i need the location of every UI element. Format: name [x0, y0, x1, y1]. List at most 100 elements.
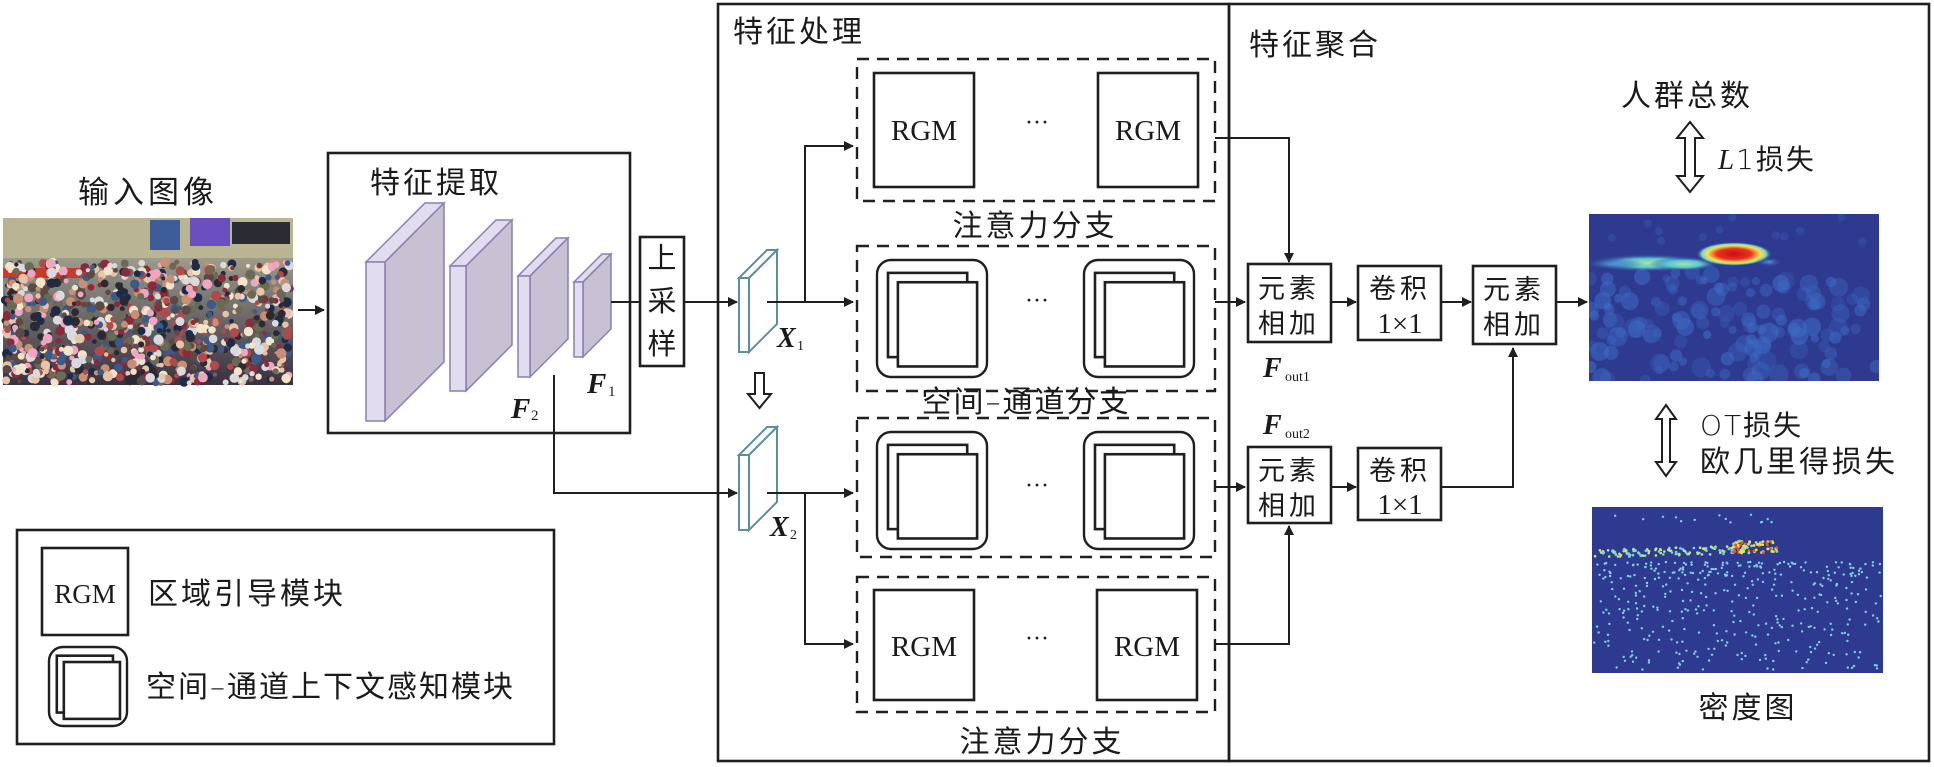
legend-rgm-desc: 区域引导模块 [148, 577, 346, 612]
csca-module [875, 430, 989, 551]
fout1-label: F out1 [1262, 353, 1310, 385]
rgm-module [1095, 588, 1199, 702]
ot-loss-label: OT损失 [1700, 409, 1803, 442]
x1-label: X 1 [776, 323, 804, 354]
ellipsis: ··· [1025, 288, 1049, 314]
element-add-bottom [1246, 445, 1333, 525]
csca-module [1082, 258, 1196, 379]
rgm-module [1096, 71, 1200, 189]
conv1x1-bottom [1356, 446, 1443, 522]
l1-loss-label: L 1损失 [1717, 143, 1816, 176]
density-map-label: 密度图 [1699, 691, 1798, 726]
svg-text:X: X [776, 323, 797, 354]
feature-aggregation-frame [1227, 2, 1931, 763]
ellipsis: ··· [1025, 626, 1049, 652]
svg-text:1: 1 [797, 339, 804, 354]
svg-text:1损失: 1损失 [1736, 143, 1816, 176]
element-add-right-label: 相加 [1483, 310, 1545, 341]
svg-text:F: F [586, 368, 606, 400]
x1-feature-map [736, 247, 780, 355]
double-arrow-icon [1654, 403, 1678, 478]
csca-module-icon [1082, 430, 1196, 551]
legend-csca-desc: 空间–通道上下文感知模块 [146, 670, 515, 705]
svg-text:F: F [1262, 410, 1282, 441]
element-add-bottom-label: 相加 [1258, 491, 1320, 522]
element-add-right [1471, 264, 1558, 346]
svg-text:out1: out1 [1285, 370, 1310, 385]
crowd-count-label: 人群总数 [1621, 79, 1753, 114]
conv1x1-top [1356, 264, 1443, 342]
feature-aggregation-title: 特征聚合 [1249, 28, 1381, 63]
svg-text:2: 2 [790, 528, 797, 543]
f2-label: F 2 [510, 393, 539, 425]
element-add-top-label: 相加 [1258, 309, 1320, 340]
element-add-top-label: 元素 [1258, 274, 1320, 305]
svg-text:采: 采 [647, 284, 676, 318]
rgm-module-label: RGM [1115, 115, 1181, 147]
feature-map-slab [448, 218, 514, 393]
csca-module [1082, 430, 1196, 551]
upsample-box [638, 235, 686, 368]
attention-branch-top-label: 注意力分支 [953, 209, 1118, 244]
rgm-module-label: RGM [1114, 631, 1180, 663]
svg-text:样: 样 [647, 327, 676, 361]
spatial-channel-branch-label: 空间–通道分支 [922, 385, 1131, 420]
element-add-top [1246, 262, 1333, 344]
arrow-f2-to-x2 [553, 375, 738, 498]
upsample-label: 上 采 样 [647, 241, 676, 361]
x2-label: X 2 [769, 512, 797, 543]
feature-processing-title: 特征处理 [733, 15, 865, 50]
arrow-conv-bottom-to-add-right [1441, 347, 1518, 488]
legend-rgm-icon [40, 546, 130, 637]
svg-text:X: X [769, 512, 790, 543]
feature-map-slab [572, 252, 613, 359]
feature-extraction-title: 特征提取 [370, 166, 502, 201]
f1-label: F 1 [586, 368, 616, 400]
conv1x1-bottom-label: 卷积 [1369, 456, 1431, 487]
ground-truth-density-map [1592, 507, 1883, 673]
element-add-bottom-label: 元素 [1258, 456, 1320, 487]
csca-module-icon [875, 430, 989, 551]
backbone-feature-maps [364, 201, 613, 423]
spatial-channel-branch-lower: ··· [855, 416, 1217, 559]
rgm-module-label: RGM [891, 631, 957, 663]
hollow-down-arrow-icon [745, 372, 774, 410]
conv1x1-top-label: 卷积 [1369, 274, 1431, 305]
attention-branch-bottom-label: 注意力分支 [960, 725, 1125, 760]
svg-text:2: 2 [531, 408, 539, 424]
svg-text:上: 上 [647, 241, 676, 275]
predicted-density-heatmap [1589, 214, 1879, 381]
arrow-x1-to-attention-branch [804, 141, 854, 302]
double-arrow-icon [1674, 120, 1706, 194]
legend-rgm-icon-text: RGM [54, 579, 116, 609]
svg-text:out2: out2 [1285, 427, 1310, 442]
feature-map-slab [516, 236, 570, 379]
rgm-module-label: RGM [891, 115, 957, 147]
csca-module-icon [1082, 258, 1196, 379]
svg-text:F: F [510, 393, 530, 425]
csca-module-icon [875, 258, 989, 379]
arrow-attention-top-to-add [1215, 137, 1294, 263]
ellipsis: ··· [1025, 110, 1049, 136]
attention-branch-bottom: RGM ··· RGM [855, 575, 1217, 714]
arrow-attention-bottom-to-add [1215, 525, 1294, 645]
svg-text:F: F [1262, 353, 1282, 384]
arrow-x2-to-attention-branch [804, 493, 854, 649]
svg-text:1: 1 [608, 384, 616, 400]
rgm-module [872, 71, 976, 189]
attention-branch-top-frame [855, 57, 1217, 203]
csca-module-icon [47, 645, 129, 728]
svg-text:L: L [1717, 144, 1734, 176]
ellipsis: ··· [1025, 473, 1049, 499]
attention-branch-top: RGM ··· RGM [855, 57, 1217, 203]
spatial-channel-branch-upper: ··· [855, 244, 1217, 393]
rgm-module [872, 588, 976, 702]
conv1x1-bottom-kernel: 1×1 [1377, 489, 1422, 521]
feature-map-slab [364, 201, 446, 423]
csca-module [875, 258, 989, 379]
input-image-label: 输入图像 [78, 175, 218, 211]
x2-feature-map [736, 424, 780, 533]
euclidean-loss-label: 欧几里得损失 [1700, 445, 1898, 480]
element-add-right-label: 元素 [1483, 275, 1545, 306]
